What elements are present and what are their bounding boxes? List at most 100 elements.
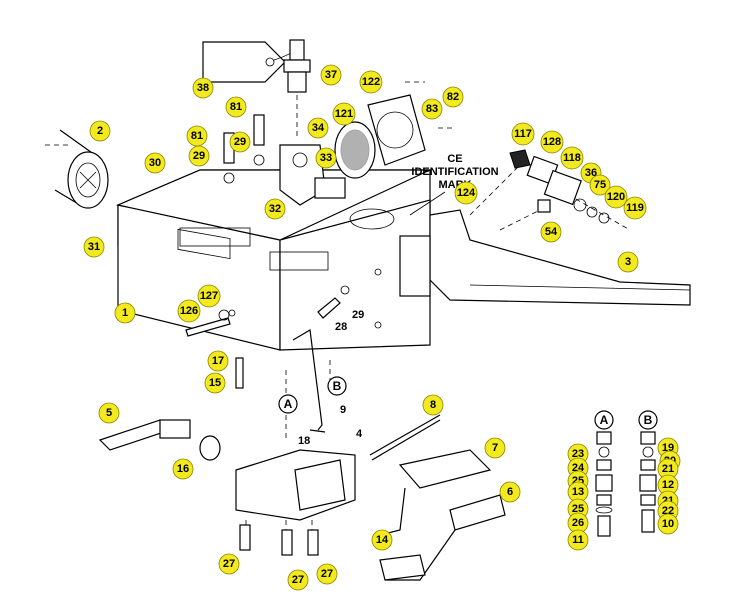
callout-16: 16 bbox=[172, 458, 194, 480]
callout-81-b: 81 bbox=[186, 125, 208, 147]
svg-text:1: 1 bbox=[122, 307, 128, 319]
svg-text:IDENTIFICATION: IDENTIFICATION bbox=[411, 166, 498, 178]
svg-text:23: 23 bbox=[572, 448, 584, 460]
svg-text:A: A bbox=[600, 413, 609, 427]
callout-126: 126 bbox=[177, 299, 201, 323]
callout-21-a: 21 bbox=[657, 458, 679, 480]
svg-text:26: 26 bbox=[572, 517, 584, 529]
svg-text:82: 82 bbox=[447, 91, 459, 103]
valve-fitting bbox=[279, 39, 346, 206]
svg-text:6: 6 bbox=[507, 486, 513, 498]
svg-text:29: 29 bbox=[193, 150, 205, 162]
svg-text:122: 122 bbox=[362, 76, 380, 88]
svg-text:22: 22 bbox=[662, 505, 674, 517]
svg-text:126: 126 bbox=[180, 305, 198, 317]
callout-15: 15 bbox=[204, 372, 226, 394]
svg-text:13: 13 bbox=[572, 486, 584, 498]
callout-29-a: 29 bbox=[229, 131, 251, 153]
label-18: 18 bbox=[298, 435, 310, 447]
svg-text:CE: CE bbox=[447, 153, 462, 165]
svg-text:118: 118 bbox=[563, 152, 581, 164]
callout-27-c: 27 bbox=[316, 563, 338, 585]
label-9: 9 bbox=[340, 404, 346, 416]
callout-122: 122 bbox=[359, 70, 383, 94]
svg-text:27: 27 bbox=[292, 574, 304, 586]
svg-text:38: 38 bbox=[197, 82, 209, 94]
svg-text:127: 127 bbox=[200, 290, 218, 302]
pedals bbox=[379, 449, 506, 581]
svg-text:B: B bbox=[644, 413, 653, 427]
svg-text:124: 124 bbox=[457, 187, 476, 199]
svg-text:37: 37 bbox=[325, 69, 337, 81]
callout-75: 75 bbox=[589, 174, 611, 196]
badge-b-stack: B bbox=[638, 410, 658, 430]
label-29: 29 bbox=[352, 309, 364, 321]
pin bbox=[235, 357, 244, 389]
callout-124: 124 bbox=[454, 181, 478, 205]
callout-5: 5 bbox=[98, 402, 120, 424]
badge-a-stack: A bbox=[594, 410, 614, 430]
callout-8: 8 bbox=[422, 394, 444, 416]
callout-3: 3 bbox=[617, 251, 639, 273]
svg-text:75: 75 bbox=[594, 179, 606, 191]
svg-text:32: 32 bbox=[269, 203, 281, 215]
svg-text:31: 31 bbox=[88, 241, 100, 253]
callout-127: 127 bbox=[197, 284, 221, 308]
svg-text:81: 81 bbox=[230, 101, 242, 113]
svg-text:30: 30 bbox=[149, 157, 161, 169]
svg-text:33: 33 bbox=[320, 152, 332, 164]
callout-11: 11 bbox=[567, 529, 589, 551]
callout-6: 6 bbox=[499, 481, 521, 503]
svg-text:83: 83 bbox=[426, 103, 438, 115]
callout-82: 82 bbox=[442, 86, 464, 108]
callout-81-a: 81 bbox=[225, 96, 247, 118]
callout-27-a: 27 bbox=[218, 553, 240, 575]
callout-54: 54 bbox=[540, 221, 562, 243]
callout-31: 31 bbox=[83, 236, 105, 258]
callout-13: 13 bbox=[567, 481, 589, 503]
callout-37: 37 bbox=[320, 64, 342, 86]
long-bolt bbox=[185, 285, 350, 337]
callout-12: 12 bbox=[657, 474, 679, 496]
lower-bracket bbox=[235, 449, 356, 556]
callout-30: 30 bbox=[144, 152, 166, 174]
callout-34: 34 bbox=[307, 117, 329, 139]
svg-text:34: 34 bbox=[312, 122, 325, 134]
callout-29-b: 29 bbox=[188, 145, 210, 167]
svg-text:8: 8 bbox=[430, 399, 436, 411]
rod bbox=[369, 414, 441, 461]
callout-1: 1 bbox=[114, 302, 136, 324]
badge-a-main: A bbox=[278, 394, 298, 414]
svg-text:117: 117 bbox=[514, 128, 532, 140]
svg-text:25: 25 bbox=[572, 503, 584, 515]
callout-117: 117 bbox=[511, 122, 535, 146]
callout-119: 119 bbox=[623, 196, 647, 220]
callout-7: 7 bbox=[484, 437, 506, 459]
badge-b-main: B bbox=[327, 376, 347, 396]
handle bbox=[98, 419, 221, 461]
lever-arm bbox=[399, 209, 691, 306]
svg-text:7: 7 bbox=[492, 442, 498, 454]
callout-118: 118 bbox=[560, 146, 584, 170]
svg-text:B: B bbox=[333, 379, 342, 393]
svg-text:12: 12 bbox=[662, 479, 674, 491]
svg-text:15: 15 bbox=[209, 377, 221, 389]
svg-text:A: A bbox=[284, 397, 293, 411]
svg-text:120: 120 bbox=[607, 191, 625, 203]
callout-2: 2 bbox=[89, 120, 111, 142]
svg-text:3: 3 bbox=[625, 256, 631, 268]
callout-128: 128 bbox=[540, 130, 564, 154]
callout-83: 83 bbox=[421, 98, 443, 120]
filter-cover bbox=[334, 81, 455, 179]
svg-text:54: 54 bbox=[545, 226, 558, 238]
svg-text:36: 36 bbox=[585, 167, 597, 179]
callout-38: 38 bbox=[192, 77, 214, 99]
svg-text:14: 14 bbox=[376, 534, 389, 546]
callout-17: 17 bbox=[207, 350, 229, 372]
svg-text:2: 2 bbox=[97, 125, 103, 137]
callout-10: 10 bbox=[657, 513, 679, 535]
callout-26: 26 bbox=[567, 512, 589, 534]
svg-text:16: 16 bbox=[177, 463, 189, 475]
main-housing bbox=[116, 169, 431, 351]
